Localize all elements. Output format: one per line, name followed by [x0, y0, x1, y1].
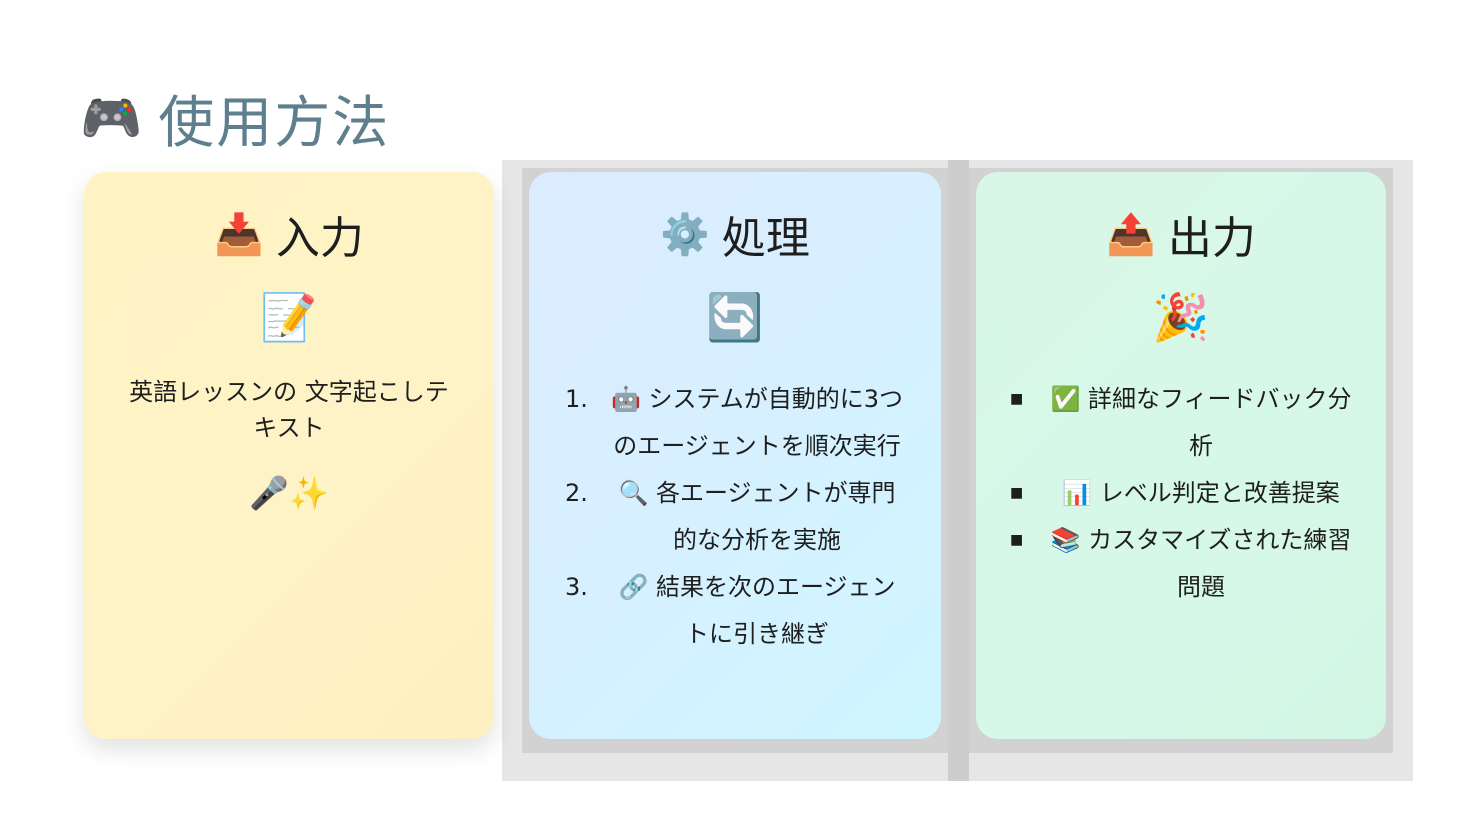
refresh-icon: 🔄 — [706, 290, 764, 344]
process-card: ⚙️ 処理 🔄 1. 🤖 システムが自動的に3つのエージェントを順次実行 2. … — [529, 172, 941, 739]
step-text: 🔍 各エージェントが専門的な分析を実施 — [618, 479, 896, 554]
gear-icon: ⚙️ — [660, 211, 710, 258]
list-item: ■ 📚 カスタマイズされた練習問題 — [1010, 517, 1352, 611]
list-item: ■ 📊 レベル判定と改善提案 — [1010, 470, 1352, 517]
output-item-text: ✅ 詳細なフィードバック分析 — [1050, 385, 1352, 460]
list-item: 1. 🤖 システムが自動的に3つのエージェントを順次実行 — [565, 376, 905, 470]
page-title-text: 使用方法 — [158, 90, 391, 156]
backdrop-divider — [948, 160, 969, 781]
output-items: ■ ✅ 詳細なフィードバック分析 ■ 📊 レベル判定と改善提案 ■ 📚 カスタマ… — [976, 376, 1386, 611]
process-card-heading: ⚙️ 処理 — [529, 208, 941, 265]
microphone-sparkles-icon: 🎤✨ — [249, 474, 329, 512]
square-bullet-icon: ■ — [1010, 532, 1024, 548]
list-item: ■ ✅ 詳細なフィードバック分析 — [1010, 376, 1352, 470]
square-bullet-icon: ■ — [1010, 391, 1024, 407]
output-item-text: 📊 レベル判定と改善提案 — [1062, 479, 1340, 507]
list-item: 3. 🔗 結果を次のエージェントに引き継ぎ — [565, 564, 905, 658]
outbox-tray-icon: 📤 — [1106, 211, 1156, 258]
party-popper-icon: 🎉 — [1152, 290, 1210, 344]
input-card: 📥 入力 📝 英語レッスンの 文字起こしテキスト 🎤✨ — [84, 172, 494, 739]
output-heading-text: 出力 — [1167, 213, 1256, 264]
page-title: 🎮 使用方法 — [80, 78, 390, 158]
step-number: 2. — [565, 479, 588, 507]
output-card: 📤 出力 🎉 ■ ✅ 詳細なフィードバック分析 ■ 📊 レベル判定と改善提案 ■… — [976, 172, 1386, 739]
step-number: 1. — [565, 385, 588, 413]
memo-icon: 📝 — [260, 290, 318, 344]
list-item: 2. 🔍 各エージェントが専門的な分析を実施 — [565, 470, 905, 564]
square-bullet-icon: ■ — [1010, 485, 1024, 501]
step-number: 3. — [565, 573, 588, 601]
process-steps: 1. 🤖 システムが自動的に3つのエージェントを順次実行 2. 🔍 各エージェン… — [529, 376, 941, 658]
output-item-text: 📚 カスタマイズされた練習問題 — [1050, 526, 1352, 601]
input-description: 英語レッスンの 文字起こしテキスト — [129, 378, 449, 442]
input-card-heading: 📥 入力 — [84, 208, 494, 265]
gamepad-icon: 🎮 — [80, 88, 145, 147]
step-text: 🤖 システムが自動的に3つのエージェントを順次実行 — [610, 385, 904, 460]
step-text: 🔗 結果を次のエージェントに引き継ぎ — [618, 573, 896, 648]
output-card-heading: 📤 出力 — [976, 208, 1386, 265]
process-heading-text: 処理 — [721, 213, 810, 264]
inbox-tray-icon: 📥 — [214, 211, 264, 258]
input-heading-text: 入力 — [275, 213, 364, 264]
